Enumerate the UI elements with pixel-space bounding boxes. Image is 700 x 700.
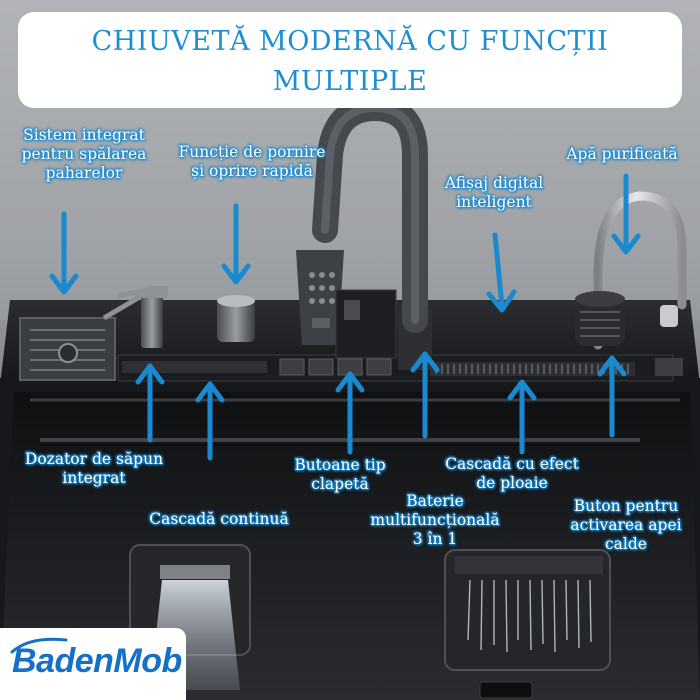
logo-swoosh-icon xyxy=(10,637,68,654)
label-glass-wash: Sistem integrat pentru spălarea paharelo… xyxy=(21,126,147,182)
label-soap-dispenser: Dozator de săpun integrat xyxy=(24,450,164,487)
label-rain-cascade: Cascadă cu efect de ploaie xyxy=(445,455,579,492)
label-purified-water: Apă purificată xyxy=(566,145,678,163)
callout-arrows xyxy=(49,173,641,461)
label-flap-buttons: Butoane tip clapetă xyxy=(294,456,386,493)
label-digital-display: Afișaj digital inteligent xyxy=(444,174,544,211)
label-hot-water-button: Buton pentru activarea apei calde xyxy=(570,497,682,553)
label-quick-start: Funcție de pornire și oprire rapidă xyxy=(178,143,326,180)
brand-name: BadenMob xyxy=(12,642,182,680)
title-line-2: MULTIPLE xyxy=(272,66,428,97)
title-banner: CHIUVETĂ MODERNĂ CU FUNCȚII MULTIPLE xyxy=(18,12,682,108)
label-multifunction-faucet: Baterie multifuncțională 3 în 1 xyxy=(370,492,500,548)
title-line-1: CHIUVETĂ MODERNĂ CU FUNCȚII xyxy=(91,26,609,57)
label-continuous-cascade: Cascadă continuă xyxy=(149,510,289,528)
brand-logo: BadenMob xyxy=(0,628,186,700)
